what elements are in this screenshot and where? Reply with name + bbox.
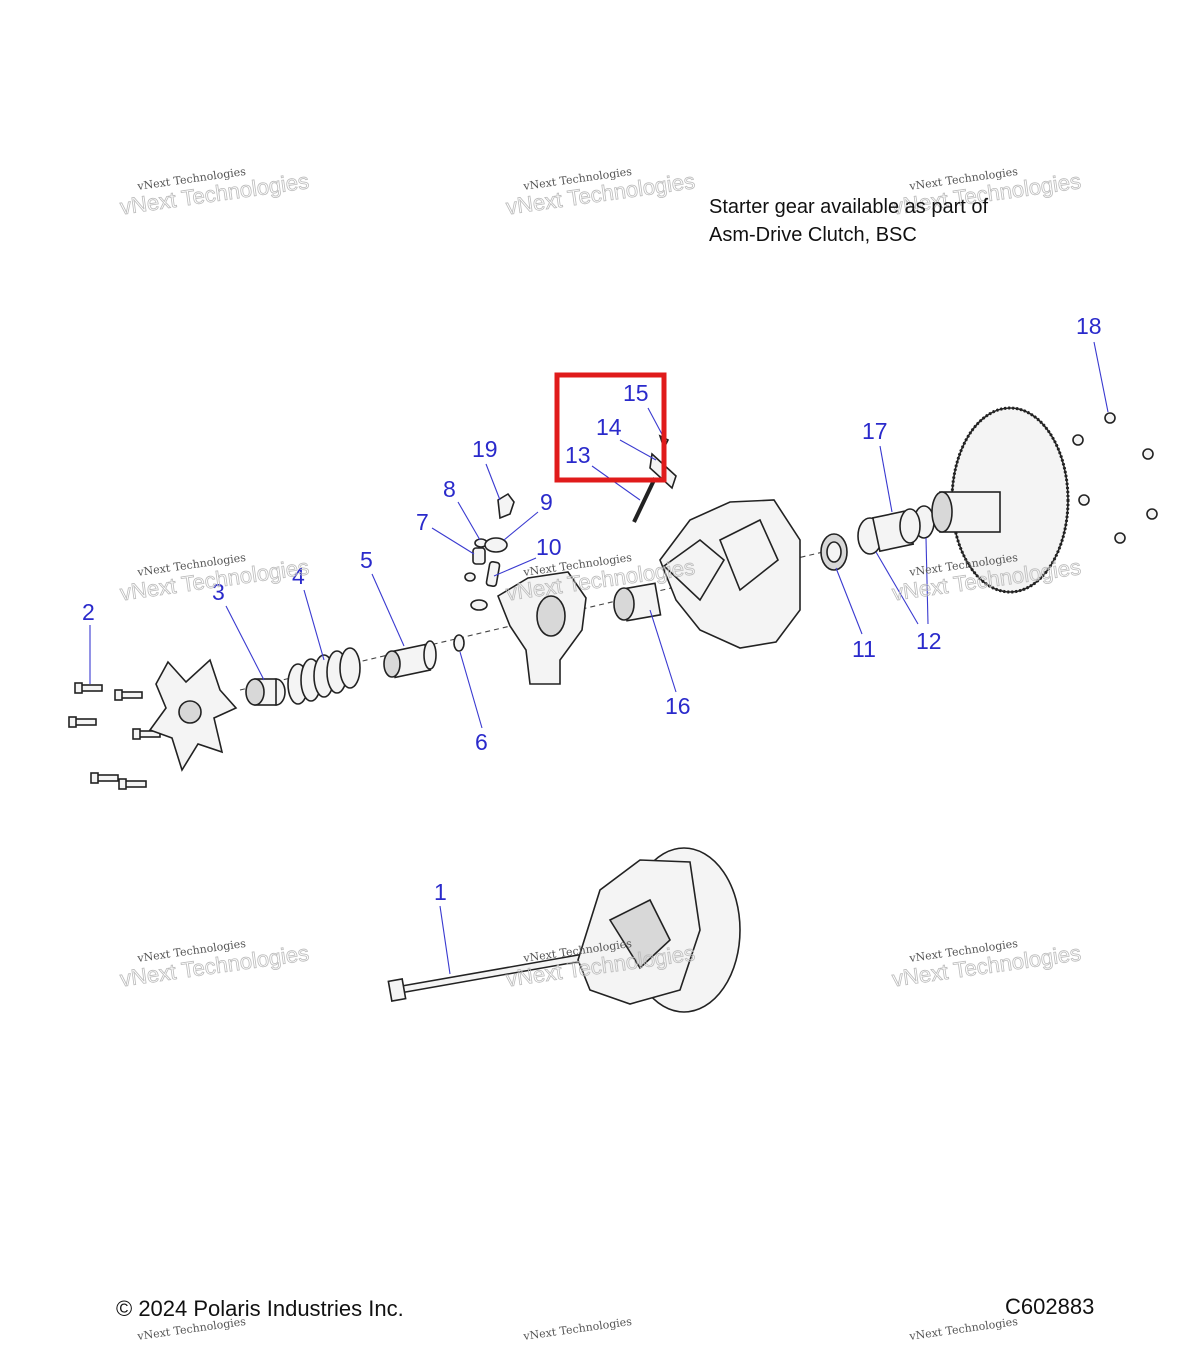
watermarks: vNext Technologies vNext Technologies vN…: [118, 165, 1083, 1343]
rivets: [1072, 412, 1158, 544]
callout-6[interactable]: 6: [475, 729, 488, 755]
callout-11[interactable]: 11: [852, 636, 876, 662]
leader-lines: [89, 341, 1109, 975]
highlight-box: [554, 372, 667, 483]
o-ring: [453, 634, 465, 652]
bearing: [820, 533, 848, 571]
callout-19[interactable]: 19: [472, 436, 498, 462]
callout-14[interactable]: 14: [596, 414, 622, 440]
roller-pin-set: [464, 492, 515, 611]
svg-text:vNext Technologies: vNext Technologies: [908, 1315, 1019, 1343]
spider-bolts: [68, 682, 161, 790]
callout-numbers: 1 2 3 4 5 6 7 8 9 10 11 12 13 14 15 16 1…: [82, 313, 1102, 905]
callout-8[interactable]: 8: [443, 476, 456, 502]
callout-10[interactable]: 10: [536, 534, 562, 560]
watermark: vNext Technologies: [908, 1315, 1019, 1343]
sheave-bushing: [613, 582, 662, 622]
spring-sleeve: [383, 640, 437, 679]
note-line-2: Asm-Drive Clutch, BSC: [709, 224, 917, 246]
callout-17[interactable]: 17: [862, 418, 888, 444]
figure-code: C602883: [1005, 1294, 1095, 1319]
watermark: vNext Technologies vNext Technologies: [504, 165, 697, 220]
callout-3[interactable]: 3: [212, 579, 225, 605]
clutch-spring: [287, 647, 361, 705]
callout-15[interactable]: 15: [623, 380, 649, 406]
callout-18[interactable]: 18: [1076, 313, 1102, 339]
callout-5[interactable]: 5: [360, 547, 373, 573]
note-line-1: Starter gear available as part of: [709, 196, 989, 218]
callout-13[interactable]: 13: [565, 442, 591, 468]
callout-12[interactable]: 12: [916, 628, 942, 654]
fixed-sheave-housing: [659, 499, 801, 649]
callout-9[interactable]: 9: [540, 489, 553, 515]
watermark: vNext Technologies vNext Technologies: [118, 165, 311, 220]
assembled-clutch: [387, 847, 741, 1013]
starter-gear: [931, 406, 1070, 594]
watermark: vNext Technologies vNext Technologies: [890, 937, 1083, 992]
moveable-arm: [497, 571, 587, 685]
spider-plate: [148, 658, 238, 772]
callout-2[interactable]: 2: [82, 599, 95, 625]
watermark: vNext Technologies: [522, 1315, 633, 1343]
starter-gear-note: Starter gear available as part of Asm-Dr…: [709, 193, 988, 249]
callout-4[interactable]: 4: [292, 563, 305, 589]
watermark: vNext Technologies vNext Technologies: [118, 937, 311, 992]
callout-16[interactable]: 16: [665, 693, 691, 719]
svg-text:vNext Technologies: vNext Technologies: [522, 1315, 633, 1343]
outer-bushing: [871, 508, 921, 553]
bushing: [245, 678, 286, 706]
callout-1[interactable]: 1: [434, 879, 447, 905]
callout-7[interactable]: 7: [416, 509, 429, 535]
copyright-text: © 2024 Polaris Industries Inc.: [116, 1296, 404, 1321]
